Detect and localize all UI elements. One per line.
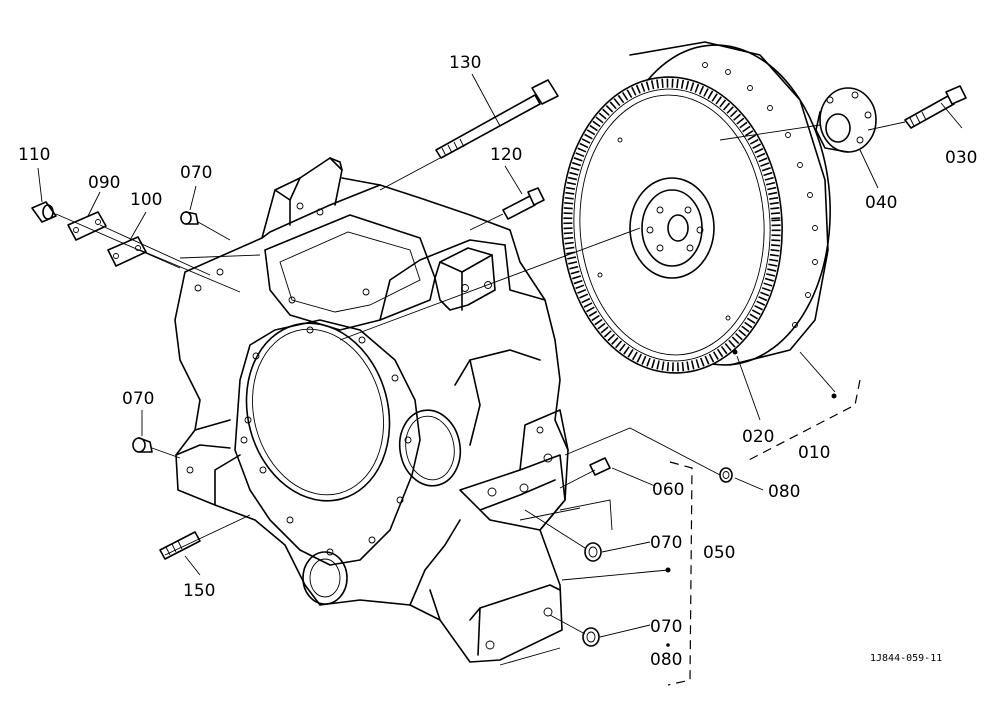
assembly-lines bbox=[55, 121, 906, 666]
label-110: 110 bbox=[18, 145, 50, 165]
dowel-pin-060 bbox=[589, 457, 611, 476]
label-040: 040 bbox=[865, 193, 897, 213]
label-010: 010 bbox=[798, 443, 830, 463]
label-090: 090 bbox=[88, 173, 120, 193]
housing-bolt-holes bbox=[186, 202, 553, 650]
cover-plate-100 bbox=[107, 236, 147, 267]
flywheel-housing bbox=[174, 157, 569, 663]
label-leaders bbox=[37, 73, 963, 686]
label-080-right: 080 bbox=[768, 482, 800, 502]
label-120: 120 bbox=[490, 145, 522, 165]
label-130: 130 bbox=[449, 53, 481, 73]
plug-070-mid bbox=[584, 542, 602, 562]
label-070-low: 070 bbox=[650, 617, 682, 637]
washer-080 bbox=[719, 467, 733, 483]
coupling-flange bbox=[815, 87, 877, 153]
bolt-120 bbox=[502, 187, 545, 220]
label-100: 100 bbox=[130, 190, 162, 210]
label-070-mid: 070 bbox=[650, 533, 682, 553]
bolt-130 bbox=[435, 79, 559, 159]
flywheel-rim-holes bbox=[597, 62, 818, 328]
label-060: 060 bbox=[652, 480, 684, 500]
plug-070-left bbox=[132, 437, 153, 453]
label-080-low: 080 bbox=[650, 650, 682, 670]
label-070-left: 070 bbox=[122, 389, 154, 409]
label-030: 030 bbox=[945, 148, 977, 168]
label-050: 050 bbox=[703, 543, 735, 563]
cover-plate-090 bbox=[67, 211, 107, 241]
reference-code: 1J844-059-11 bbox=[870, 653, 942, 664]
label-150: 150 bbox=[183, 581, 215, 601]
label-070-top: 070 bbox=[180, 163, 212, 183]
label-020: 020 bbox=[742, 427, 774, 447]
flywheel bbox=[561, 41, 831, 374]
plug-070-low bbox=[582, 627, 600, 647]
plug-110 bbox=[31, 201, 57, 223]
part-labels: 130 120 110 090 100 070 070 150 030 040 … bbox=[18, 53, 977, 670]
plug-070-top bbox=[180, 211, 199, 225]
